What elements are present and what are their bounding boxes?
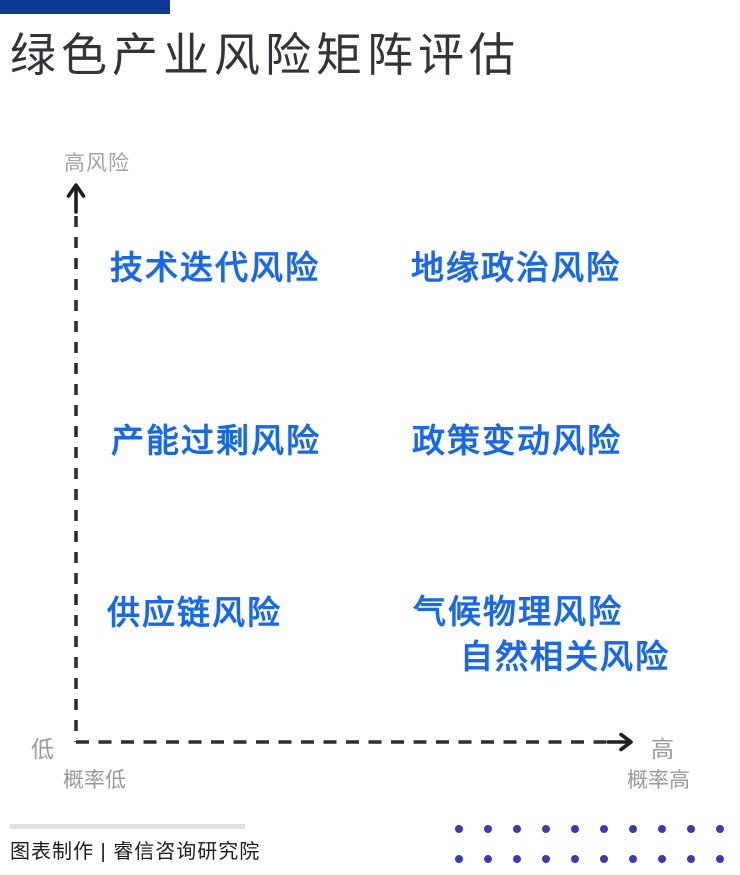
x-axis-caption-high: 概率高: [627, 769, 690, 792]
dot-icon: [484, 825, 492, 833]
dot-icon: [629, 855, 637, 863]
y-axis-top-label: 高风险: [64, 152, 130, 175]
risk-label-policy-change: 政策变动风险: [412, 422, 622, 459]
dot-icon: [687, 855, 695, 863]
dot-icon: [455, 855, 463, 863]
dot-icon: [571, 825, 579, 833]
risk-label-tech-iteration: 技术迭代风险: [110, 249, 320, 286]
x-axis-left-label: 低: [31, 736, 54, 762]
dot-row: [455, 855, 724, 863]
page-title: 绿色产业风险矩阵评估: [10, 29, 520, 81]
dot-icon: [687, 825, 695, 833]
y-axis-arrow-icon: [66, 183, 86, 198]
dot-icon: [542, 825, 550, 833]
dot-icon: [716, 855, 724, 863]
dot-icon: [571, 855, 579, 863]
dot-icon: [600, 855, 608, 863]
risk-label-climate-physical: 气候物理风险: [413, 593, 623, 630]
x-axis-arrow-icon: [619, 732, 633, 752]
dot-icon: [455, 825, 463, 833]
risk-label-supply-chain: 供应链风险: [107, 594, 282, 631]
dot-icon: [484, 855, 492, 863]
dot-icon: [600, 825, 608, 833]
risk-label-overcapacity: 产能过剩风险: [111, 422, 321, 459]
dot-icon: [542, 855, 550, 863]
dot-row: [455, 825, 724, 833]
dot-icon: [513, 825, 521, 833]
dot-icon: [513, 855, 521, 863]
x-axis-right-label: 高: [651, 736, 674, 762]
dot-icon: [658, 825, 666, 833]
dot-pattern: [455, 825, 724, 863]
dot-icon: [716, 825, 724, 833]
dot-icon: [629, 825, 637, 833]
x-axis-caption-low: 概率低: [63, 769, 126, 792]
risk-label-geopolitical: 地缘政治风险: [411, 249, 621, 286]
header-accent-bar: [0, 0, 170, 14]
risk-label-nature-related: 自然相关风险: [460, 638, 670, 675]
footer-credit: 图表制作 | 睿信咨询研究院: [10, 841, 261, 863]
footer-divider: [10, 824, 245, 829]
dot-icon: [658, 855, 666, 863]
